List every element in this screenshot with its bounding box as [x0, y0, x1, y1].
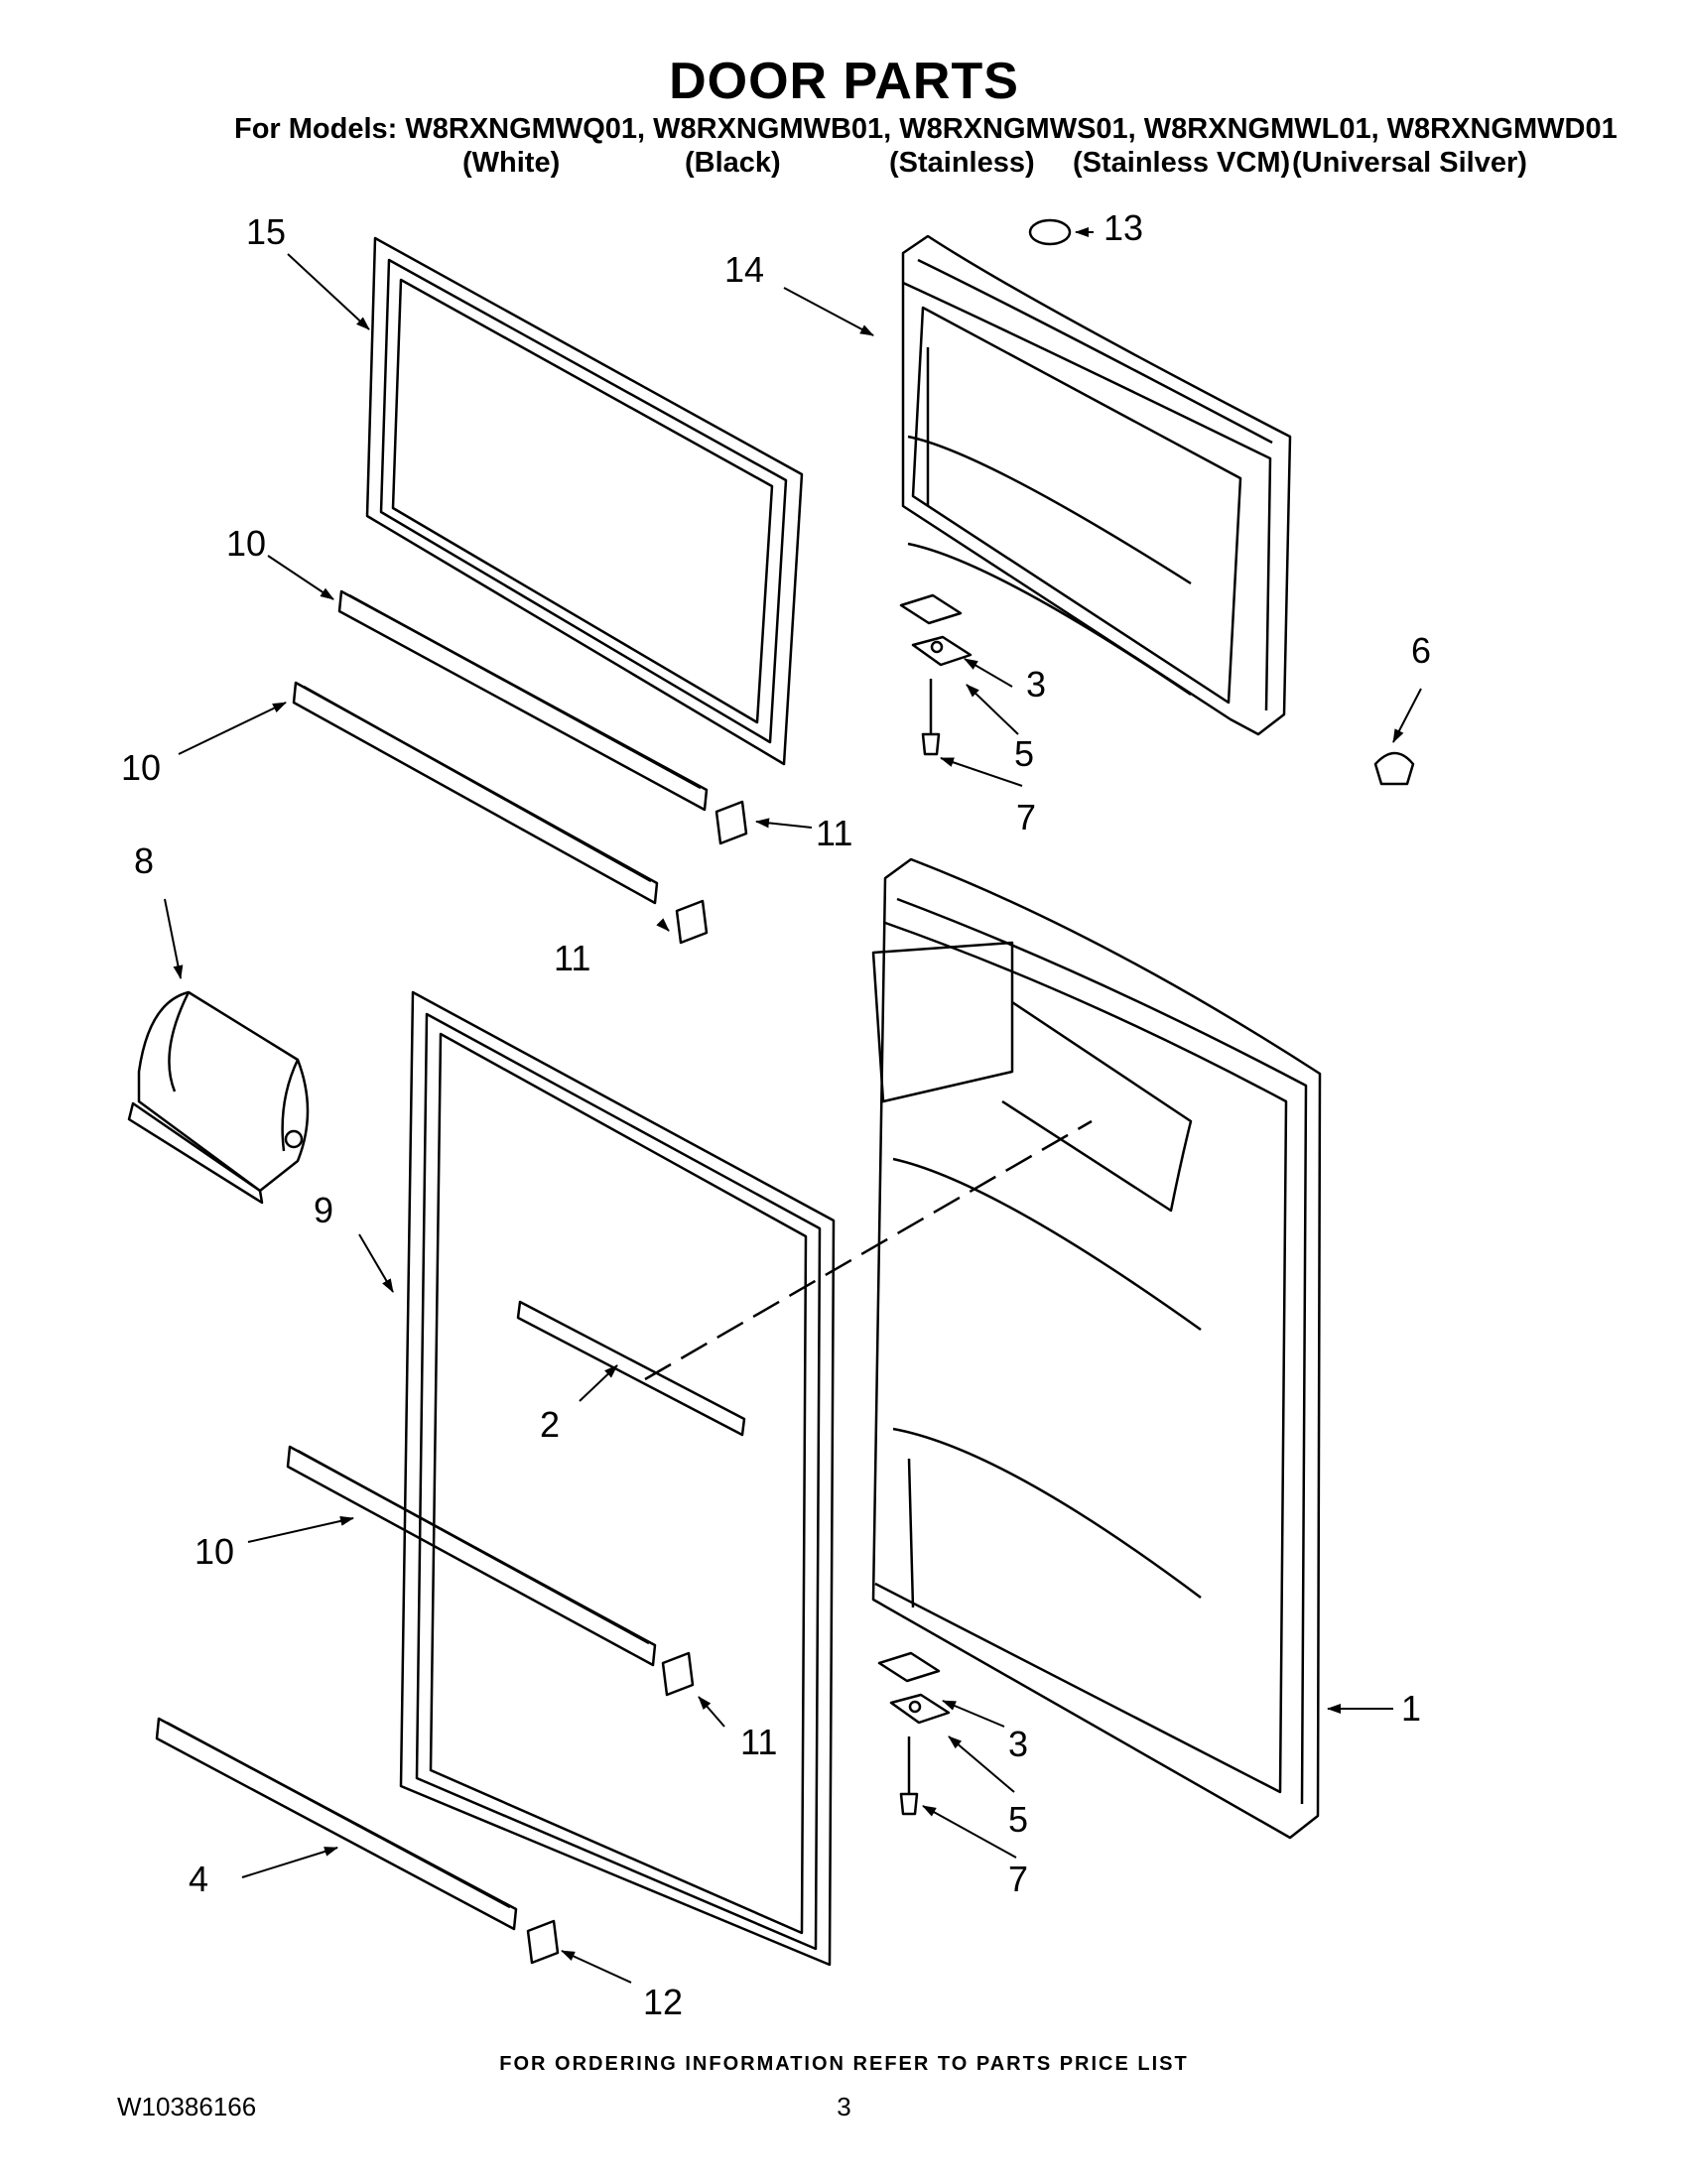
- callout-7-upper: 7: [1016, 797, 1036, 837]
- callout-11-upper: 11: [816, 813, 852, 853]
- callout-11-lower: 11: [740, 1722, 777, 1762]
- bottom-rail-end-cap: [526, 1919, 560, 1965]
- callout-3-lower: 3: [1008, 1724, 1028, 1764]
- document-number: W10386166: [117, 2092, 257, 2121]
- fresh-food-shelf-rail: [286, 1445, 657, 1667]
- assembly-guide-line: [644, 1119, 1093, 1381]
- callout-12: 12: [643, 1982, 683, 2022]
- freezer-shelf-rail-lower: [292, 681, 659, 905]
- rail-end-cap-lower: [661, 1651, 695, 1697]
- rail-end-cap-upper: [714, 800, 748, 845]
- ordering-note: FOR ORDERING INFORMATION REFER TO PARTS …: [499, 2053, 1189, 2075]
- callout-5-upper: 5: [1014, 733, 1034, 774]
- callout-10-middle: 10: [121, 747, 161, 788]
- freezer-shelf-rail-upper: [337, 589, 709, 812]
- variant-stainless-vcm: (Stainless VCM): [1073, 147, 1291, 179]
- callout-10-lower: 10: [195, 1531, 234, 1572]
- freezer-door-gasket: [365, 236, 804, 766]
- page-number: 3: [837, 2092, 851, 2121]
- callout-10-upper: 10: [226, 523, 266, 564]
- callout-5-lower: 5: [1008, 1799, 1028, 1840]
- callout-3-upper: 3: [1026, 664, 1046, 705]
- callout-6: 6: [1411, 630, 1431, 671]
- door-plug: [1373, 751, 1415, 786]
- rail-end-cap-middle: [675, 899, 709, 945]
- upper-hinge-assembly: [899, 593, 973, 756]
- callout-15: 15: [246, 211, 286, 252]
- variant-universal-silver: (Universal Silver): [1292, 147, 1527, 179]
- callout-14: 14: [724, 249, 764, 290]
- bottom-shelf-rail: [155, 1717, 518, 1931]
- freezer-plug: [1028, 218, 1072, 246]
- callout-13: 13: [1104, 207, 1143, 248]
- callout-8: 8: [134, 840, 154, 881]
- callout-1: 1: [1401, 1688, 1421, 1729]
- callout-4: 4: [189, 1859, 208, 1899]
- fresh-food-door-gasket: [399, 990, 836, 1967]
- callout-7-lower: 7: [1008, 1859, 1028, 1899]
- variant-stainless: (Stainless): [889, 147, 1035, 179]
- variant-white: (White): [462, 147, 561, 179]
- freezer-door: [901, 234, 1292, 736]
- callout-11-middle: 11: [554, 938, 590, 978]
- variant-black: (Black): [685, 147, 781, 179]
- fresh-food-door: [871, 857, 1322, 1840]
- callout-9: 9: [314, 1190, 333, 1230]
- lower-hinge-assembly: [877, 1651, 951, 1816]
- models-line: For Models: W8RXNGMWQ01, W8RXNGMWB01, W8…: [234, 113, 1618, 145]
- dairy-compartment-door: [127, 990, 310, 1205]
- page-title: DOOR PARTS: [669, 53, 1019, 110]
- callout-2: 2: [540, 1404, 560, 1445]
- dairy-door-rail: [516, 1300, 746, 1437]
